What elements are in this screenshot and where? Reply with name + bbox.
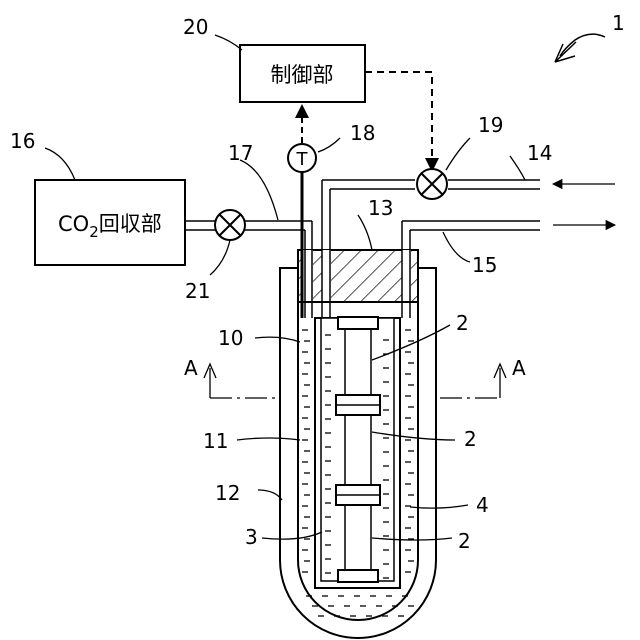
sensor-leader xyxy=(318,138,340,152)
control-unit: 制御部 20 xyxy=(183,15,365,102)
figure-reference: 1 xyxy=(555,11,625,62)
label-2b: 2 xyxy=(464,427,477,451)
temperature-sensor-symbol: T xyxy=(296,149,309,170)
cell-top-cap xyxy=(338,317,378,329)
label-21: 21 xyxy=(185,279,210,303)
figure-ref-arrow xyxy=(555,42,576,62)
label-17: 17 xyxy=(228,141,253,165)
label-section-a-right: A xyxy=(512,356,526,380)
valve-21: 21 xyxy=(185,210,245,303)
inner-cell-liner xyxy=(321,318,394,581)
co2-leader xyxy=(45,148,75,180)
label-18: 18 xyxy=(350,121,375,145)
pipe15-leader xyxy=(443,232,470,262)
pipe14-leader xyxy=(510,156,525,180)
label-3: 3 xyxy=(245,525,258,549)
valve-19: 19 xyxy=(417,113,503,199)
label-figure-1: 1 xyxy=(612,11,625,35)
sensor-signal-arrowhead xyxy=(295,104,309,118)
lid-hatch xyxy=(298,250,418,302)
lid13-leader xyxy=(358,215,372,250)
co2-label-prefix: CO xyxy=(58,212,89,236)
label-4: 4 xyxy=(476,493,489,517)
control-signal-dashed xyxy=(365,72,432,160)
co2-label-suffix: 回収部 xyxy=(99,212,162,236)
valve21-leader xyxy=(210,240,230,275)
co2-recovery-unit: CO2回収部 16 xyxy=(10,129,185,265)
co2-label-sub: 2 xyxy=(89,223,99,241)
label-16: 16 xyxy=(10,129,35,153)
control-unit-label: 制御部 xyxy=(271,63,334,87)
label-13: 13 xyxy=(368,196,393,220)
label-12: 12 xyxy=(215,481,240,505)
label-15: 15 xyxy=(472,253,497,277)
cell-bottom-cap xyxy=(338,570,378,582)
label-11: 11 xyxy=(203,429,228,453)
figure-ref-curve xyxy=(560,34,605,56)
outer12-leader xyxy=(258,490,282,500)
label-19: 19 xyxy=(478,113,503,137)
label-section-a-left: A xyxy=(184,356,198,380)
control-leader xyxy=(215,35,242,50)
lid-13: 13 xyxy=(298,196,418,302)
valve19-leader xyxy=(446,138,470,170)
pipe17-leader xyxy=(240,160,278,220)
label-2a: 2 xyxy=(456,311,469,335)
label-10: 10 xyxy=(218,326,243,350)
label-20: 20 xyxy=(183,15,208,39)
label-14: 14 xyxy=(527,141,552,165)
label-2c: 2 xyxy=(458,529,471,553)
inner-vessel-10: 10 xyxy=(218,318,418,620)
